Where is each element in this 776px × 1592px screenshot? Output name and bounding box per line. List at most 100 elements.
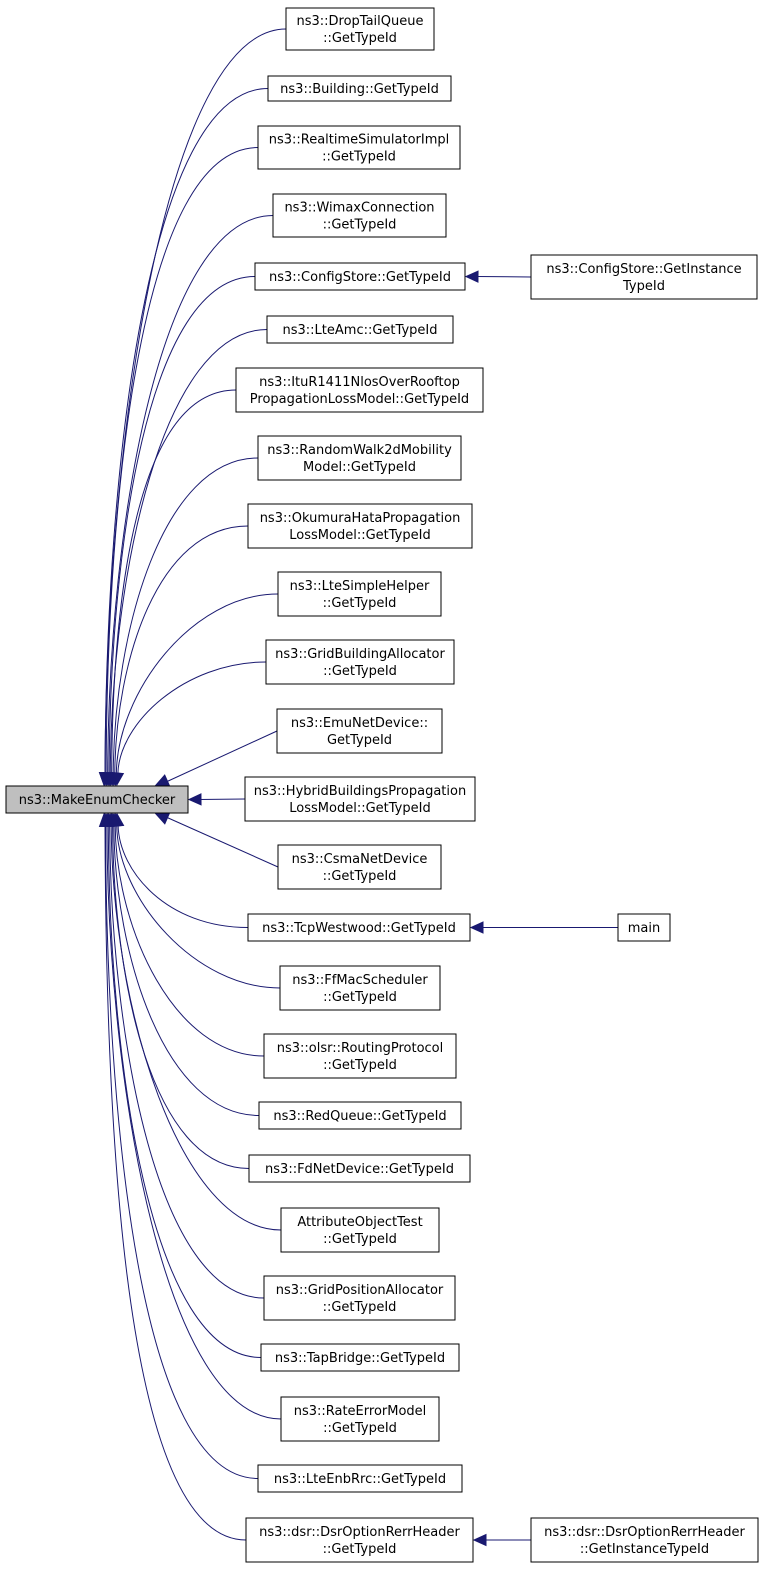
node-label: ns3::MakeEnumChecker [19,793,176,808]
edge-arrowhead [472,1533,487,1547]
root-node[interactable]: ns3::MakeEnumChecker [5,785,189,814]
node-label: ns3::DropTailQueue [296,14,423,29]
caller-edge [114,824,265,1057]
caller-edge [165,730,278,783]
caller-edge [113,824,260,1116]
function-node[interactable]: ns3::LteAmc::GetTypeId [266,315,454,344]
node-label: ::GetTypeId [323,1421,397,1436]
node-box [277,571,442,617]
function-node[interactable]: ns3::OkumuraHataPropagationLossModel::Ge… [247,503,473,549]
node-label: ns3::dsr::DsrOptionRerrHeader [259,1525,460,1540]
function-node[interactable]: ns3::DropTailQueue::GetTypeId [285,7,435,51]
caller-edge [117,661,267,775]
node-box [248,1154,471,1183]
node-box [247,913,471,942]
node-label: ns3::GridPositionAllocator [276,1283,444,1298]
caller-edge [115,593,279,775]
function-node[interactable]: ns3::RedQueue::GetTypeId [258,1101,462,1130]
node-box [263,1033,457,1079]
function-node[interactable]: ns3::GridPositionAllocator::GetTypeId [263,1275,456,1321]
caller-edge [117,824,249,928]
function-node[interactable]: ns3::ConfigStore::GetTypeId [254,262,466,291]
function-node[interactable]: ns3::olsr::RoutingProtocol::GetTypeId [263,1033,457,1079]
node-box [272,193,447,238]
node-label: ns3::FdNetDevice::GetTypeId [265,1162,454,1177]
caller-edge [111,389,237,775]
function-node[interactable]: ns3::RealtimeSimulatorImpl::GetTypeId [257,125,461,170]
node-label: ::GetTypeId [323,869,397,884]
node-box [254,262,466,291]
caller-edge [114,525,249,775]
function-node[interactable]: ns3::TcpWestwood::GetTypeId [247,913,471,942]
caller-edge [104,28,287,775]
function-node[interactable]: ns3::dsr::DsrOptionRerrHeader::GetTypeId [245,1517,474,1563]
node-box [257,1464,463,1493]
caller-edge [165,816,279,868]
caller-edge [475,276,532,278]
node-label: ns3::LteAmc::GetTypeId [283,323,438,338]
node-box [279,965,441,1011]
node-label: ns3::TapBridge::GetTypeId [275,1351,445,1366]
node-label: ns3::ConfigStore::GetInstance [546,262,741,277]
node-label: ::GetTypeId [323,1542,397,1557]
node-label: ns3::WimaxConnection [284,201,434,216]
node-label: ns3::RateErrorModel [294,1404,427,1419]
edge-arrowhead [154,774,170,786]
edge-arrowhead [98,812,112,827]
nodes-layer: ns3::MakeEnumChecker ns3::DropTailQueue::… [5,7,759,1563]
node-box [265,639,455,685]
function-node[interactable]: ns3::LteEnbRrc::GetTypeId [257,1464,463,1493]
caller-edge [107,215,274,775]
caller-edge [104,88,269,775]
node-label: ::GetTypeId [322,150,396,165]
function-node[interactable]: ns3::dsr::DsrOptionRerrHeader::GetInstan… [530,1517,759,1563]
node-box [280,1396,440,1442]
function-node[interactable]: ns3::ConfigStore::GetInstanceTypeId [530,254,758,300]
function-node[interactable]: ns3::RateErrorModel::GetTypeId [280,1396,440,1442]
node-label: ns3::olsr::RoutingProtocol [277,1041,444,1056]
function-node[interactable]: ns3::Building::GetTypeId [267,75,452,102]
function-node[interactable]: ns3::TapBridge::GetTypeId [260,1343,460,1372]
node-box [235,367,484,413]
node-label: ::GetTypeId [323,31,397,46]
node-label: ns3::FfMacScheduler [292,973,428,988]
caller-edge [112,824,250,1169]
caller-edge [198,798,246,800]
function-node[interactable]: ns3::FfMacScheduler::GetTypeId [279,965,441,1011]
node-label: ns3::OkumuraHataPropagation [260,511,461,526]
node-label: ns3::LteEnbRrc::GetTypeId [274,1472,446,1487]
caller-edge [107,824,262,1358]
function-node[interactable]: ns3::LteSimpleHelper::GetTypeId [277,571,442,617]
caller-edge [106,824,282,1420]
edge-arrowhead [154,813,170,825]
function-node[interactable]: ns3::CsmaNetDevice::GetTypeId [277,844,442,890]
node-label: LossModel::GetTypeId [289,801,430,816]
node-label: LossModel::GetTypeId [289,528,430,543]
node-label: ::GetTypeId [323,1300,397,1315]
node-box [277,844,442,890]
node-label: ns3::GridBuildingAllocator [275,647,445,662]
function-node[interactable]: ns3::HybridBuildingsPropagationLossModel… [244,776,476,822]
node-label: ns3::ItuR1411NlosOverRooftop [259,375,460,390]
node-box [617,913,671,942]
function-node[interactable]: ns3::WimaxConnection::GetTypeId [272,193,447,238]
caller-edge [105,147,259,775]
node-box [285,7,435,51]
function-node[interactable]: ns3::ItuR1411NlosOverRooftopPropagationL… [235,367,484,413]
node-label: TypeId [622,279,665,294]
edges-layer [98,28,618,1547]
function-node[interactable]: ns3::FdNetDevice::GetTypeId [248,1154,471,1183]
node-box [247,503,473,549]
function-node[interactable]: ns3::EmuNetDevice::GetTypeId [276,708,443,754]
node-box [5,785,189,814]
function-node[interactable]: ns3::GridBuildingAllocator::GetTypeId [265,639,455,685]
node-label: ns3::RedQueue::GetTypeId [273,1109,446,1124]
function-node[interactable]: AttributeObjectTest::GetTypeId [280,1207,440,1253]
node-box [530,1517,759,1563]
function-node[interactable]: main [617,913,671,942]
caller-edge [112,457,259,775]
node-label: ns3::HybridBuildingsPropagation [254,784,466,799]
node-label: ::GetTypeId [323,596,397,611]
function-node[interactable]: ns3::RandomWalk2dMobilityModel::GetTypeI… [257,435,462,481]
